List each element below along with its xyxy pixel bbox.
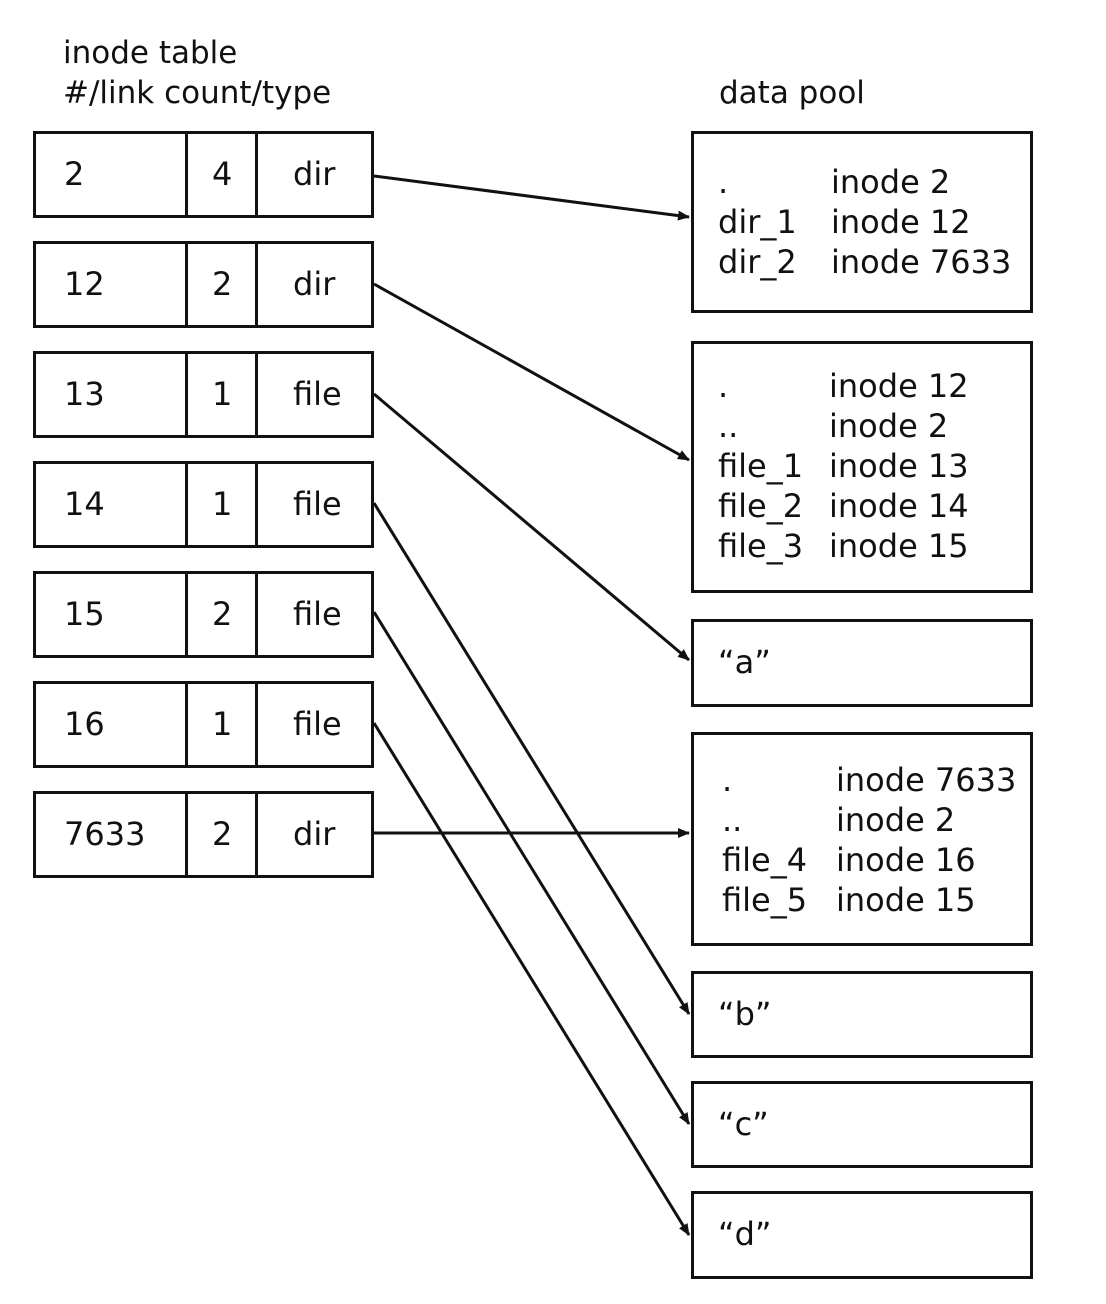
inode-row: 12 2 dir <box>33 241 374 328</box>
inode-table-title: inode table <box>63 35 238 71</box>
entry-target: inode 12 <box>831 203 971 241</box>
entry-name: .. <box>718 407 739 445</box>
entry-name: .. <box>722 801 743 839</box>
inode-number: 14 <box>64 485 105 523</box>
inode-number: 13 <box>64 375 105 413</box>
entry-name: dir_1 <box>718 203 797 241</box>
link-count: 1 <box>212 375 233 413</box>
entry-name: dir_2 <box>718 243 797 281</box>
link-count: 2 <box>212 595 233 633</box>
link-count: 2 <box>212 265 233 303</box>
file-content: “b” <box>718 995 772 1033</box>
inode-type: file <box>293 595 342 633</box>
entry-name: . <box>718 163 729 201</box>
inode-row: 15 2 file <box>33 571 374 658</box>
file-data-block: “b” <box>691 971 1033 1058</box>
arrow-inode-14-to-block <box>372 502 691 1015</box>
inode-number: 12 <box>64 265 105 303</box>
entry-target: inode 15 <box>836 881 976 919</box>
link-count: 2 <box>212 815 233 853</box>
entry-name: file_3 <box>718 527 804 565</box>
entry-target: inode 14 <box>829 487 969 525</box>
inode-type: dir <box>293 155 336 193</box>
link-count: 1 <box>212 705 233 743</box>
inode-row: 16 1 file <box>33 681 374 768</box>
link-count: 1 <box>212 485 233 523</box>
entry-name: . <box>718 367 729 405</box>
entry-target: inode 2 <box>831 163 951 201</box>
link-count: 4 <box>212 155 233 193</box>
inode-type: file <box>293 705 342 743</box>
inode-row: 2 4 dir <box>33 131 374 218</box>
directory-block: . inode 7633 .. inode 2 file_4 inode 16 … <box>691 732 1033 946</box>
arrow-inode-15-to-block <box>372 611 691 1125</box>
inode-row: 13 1 file <box>33 351 374 438</box>
entry-name: file_1 <box>718 447 804 485</box>
entry-target: inode 7633 <box>836 761 1017 799</box>
entry-target: inode 15 <box>829 527 969 565</box>
arrow-inode-2-to-block <box>373 174 690 221</box>
inode-number: 16 <box>64 705 105 743</box>
entry-target: inode 12 <box>829 367 969 405</box>
file-data-block: “d” <box>691 1191 1033 1279</box>
entry-target: inode 13 <box>829 447 969 485</box>
entry-target: inode 16 <box>836 841 976 879</box>
file-data-block: “a” <box>691 619 1033 707</box>
inode-table-columns-label: #/link count/type <box>63 75 332 111</box>
entry-target: inode 2 <box>829 407 949 445</box>
inode-type: file <box>293 485 342 523</box>
inode-number: 7633 <box>64 815 146 853</box>
inode-type: dir <box>293 265 336 303</box>
arrow-inode-16-to-block <box>372 722 691 1236</box>
entry-name: . <box>722 761 733 799</box>
file-content: “d” <box>718 1215 772 1253</box>
entry-name: file_5 <box>722 881 808 919</box>
arrow-inode-13-to-block <box>373 392 690 662</box>
inode-row: 7633 2 dir <box>33 791 374 878</box>
file-content: “c” <box>718 1105 769 1143</box>
arrow-inode-12-to-block <box>373 282 690 462</box>
entry-target: inode 7633 <box>831 243 1012 281</box>
inode-number: 15 <box>64 595 105 633</box>
entry-target: inode 2 <box>836 801 956 839</box>
inode-number: 2 <box>64 155 85 193</box>
file-content: “a” <box>718 643 771 681</box>
directory-block: . inode 12 .. inode 2 file_1 inode 13 fi… <box>691 341 1033 593</box>
entry-name: file_2 <box>718 487 804 525</box>
inode-type: dir <box>293 815 336 853</box>
inode-row: 14 1 file <box>33 461 374 548</box>
inode-type: file <box>293 375 342 413</box>
directory-block: . inode 2 dir_1 inode 12 dir_2 inode 763… <box>691 131 1033 313</box>
entry-name: file_4 <box>722 841 808 879</box>
data-pool-title: data pool <box>719 75 865 111</box>
file-data-block: “c” <box>691 1081 1033 1168</box>
